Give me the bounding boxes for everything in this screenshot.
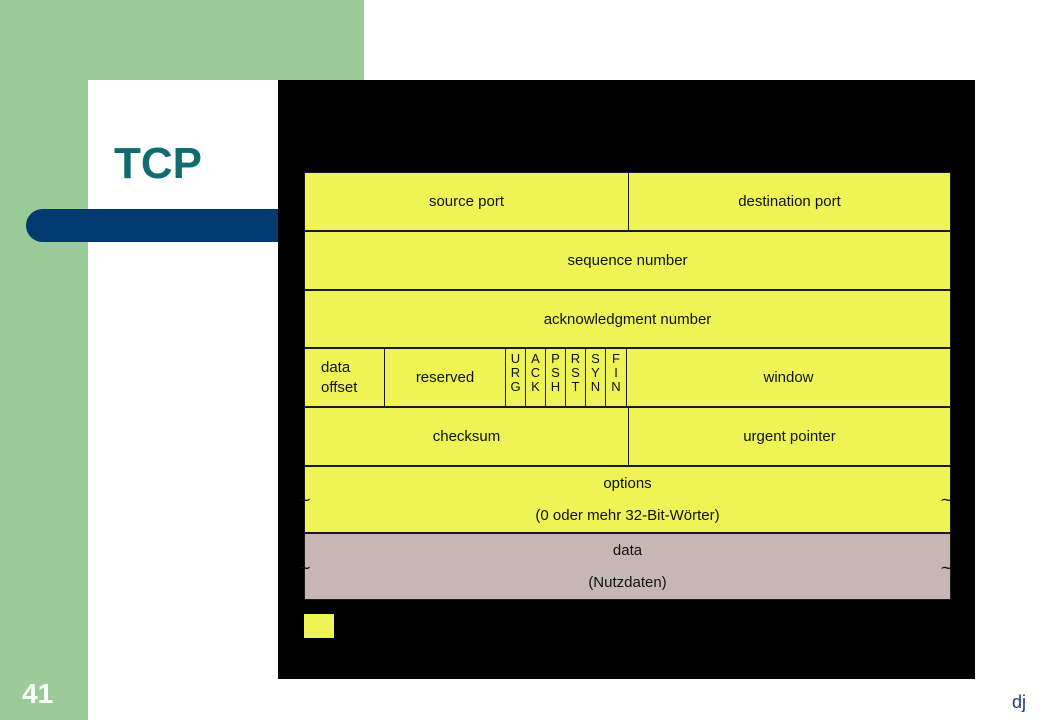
flag-urg: U R G [505,348,526,407]
flag-rst: R S T [565,348,586,407]
flag-psh-char: H [550,379,561,394]
sequence-number-label: sequence number [567,252,688,269]
flag-rst-char: R [570,351,581,366]
author-initials: dj [1012,692,1027,712]
flag-urg-char: U [510,351,521,366]
options-field: options (0 oder mehr 32-Bit-Wörter) [304,466,951,533]
flag-ack-char: A [531,351,540,366]
flag-syn-char: Y [591,365,600,380]
source-port-field: source port [304,172,629,231]
window-field: window [626,348,951,407]
destination-port-field: destination port [628,172,951,231]
legend-swatch [304,614,334,638]
data-offset-field: data offset [304,348,385,407]
acknowledgment-number-field: acknowledgment number [304,290,951,348]
acknowledgment-number-label: acknowledgment number [543,310,712,328]
flag-ack: A C K [525,348,546,407]
accent-bar [26,209,291,242]
data-offset-line-2: offset [321,378,358,396]
wave-left-icon: ~ [298,490,312,509]
flag-ack-char: C [530,365,541,380]
flag-rst-char: T [571,379,580,394]
flag-psh: P S H [545,348,566,407]
data-label: data [612,541,643,559]
window-label: window [763,369,814,386]
flag-fin-char: I [614,365,618,380]
options-label: options [603,474,652,492]
data-offset-line-1: data [321,358,351,376]
sequence-number-field: sequence number [304,231,951,290]
checksum-label: checksum [432,428,501,445]
wave-right-icon: ~ [940,558,954,577]
reserved-label: reserved [415,369,475,386]
urgent-pointer-field: urgent pointer [628,407,951,466]
urgent-pointer-label: urgent pointer [743,428,836,445]
slide-title: TCP [114,139,202,188]
flag-syn-char: N [590,379,601,394]
flag-syn: S Y N [585,348,606,407]
reserved-field: reserved [384,348,506,407]
flag-urg-char: R [510,365,521,380]
data-field: data (Nutzdaten) [304,533,951,600]
data-note: (Nutzdaten) [588,574,667,592]
flag-ack-char: K [531,379,540,394]
wave-left-icon: ~ [298,558,312,577]
options-note: (0 oder mehr 32-Bit-Wörter) [535,507,720,525]
flag-fin: F I N [605,348,627,407]
source-port-label: source port [428,193,505,210]
flag-syn-char: S [591,351,600,366]
content-corner [88,80,208,200]
checksum-field: checksum [304,407,629,466]
top-band [88,0,364,80]
sidebar-strip [0,0,88,720]
flag-fin-char: N [611,379,621,394]
destination-port-label: destination port [738,193,841,210]
flag-psh-char: P [551,351,560,366]
wave-right-icon: ~ [940,490,954,509]
flag-fin-char: F [612,351,620,366]
flag-rst-char: S [571,365,580,380]
flag-urg-char: G [510,379,521,394]
slide-number: 41 [22,678,54,709]
flag-psh-char: S [551,365,560,380]
